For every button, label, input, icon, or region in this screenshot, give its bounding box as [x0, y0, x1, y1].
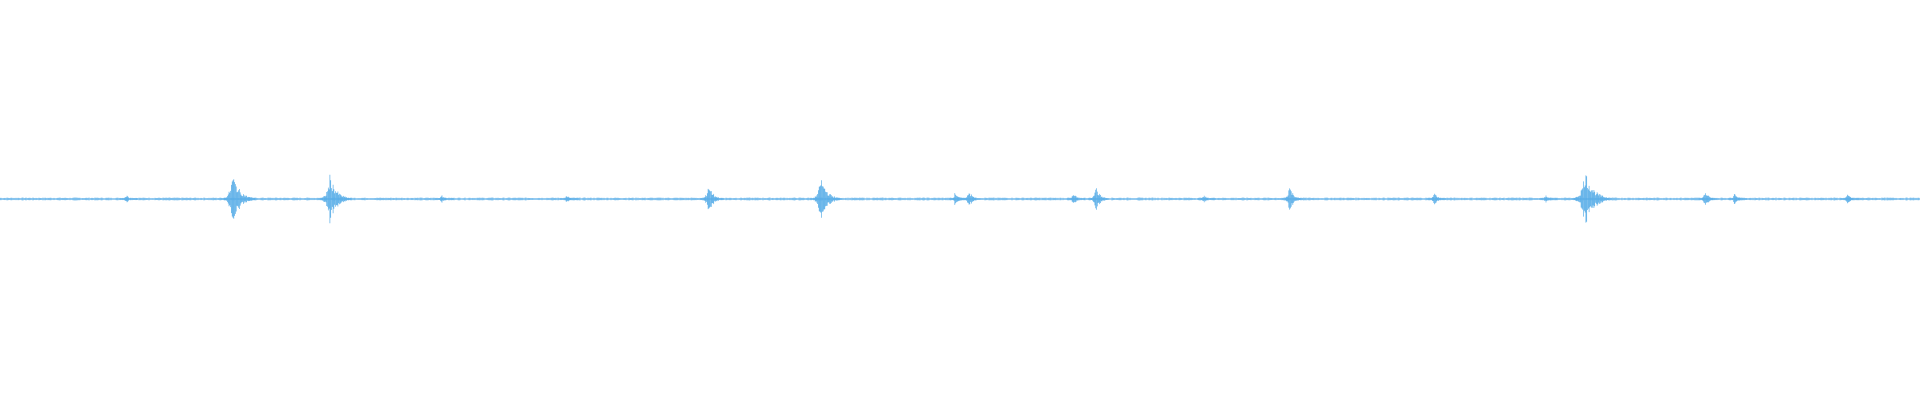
waveform-peak — [1197, 195, 1216, 203]
waveform-peak — [318, 174, 352, 224]
waveform-peak — [560, 196, 579, 202]
waveform-peaks — [0, 174, 1920, 224]
waveform-peak — [1088, 188, 1109, 210]
waveform-peak — [220, 179, 256, 219]
waveform-peak — [119, 195, 138, 203]
waveform-peak — [1282, 188, 1303, 210]
waveform-peak — [1728, 194, 1747, 204]
waveform-peak — [1840, 194, 1859, 204]
waveform-peak — [1539, 195, 1558, 203]
waveform-peak — [962, 193, 981, 205]
waveform-peak — [700, 188, 724, 210]
waveform-peak — [1571, 175, 1612, 223]
waveform-peak — [1427, 193, 1447, 205]
waveform-peak — [810, 180, 842, 218]
waveform-peak — [1698, 193, 1717, 205]
waveform-peak — [435, 195, 454, 203]
waveform-peak — [1066, 195, 1086, 203]
